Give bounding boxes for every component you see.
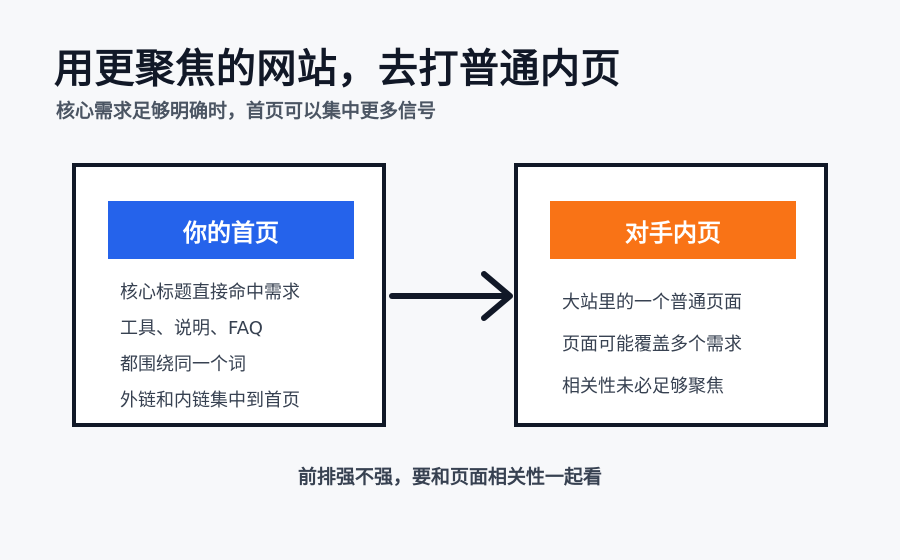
competitor-inner-page-card: 对手内页 大站里的一个普通页面 页面可能覆盖多个需求 相关性未必足够聚焦 xyxy=(514,163,828,427)
your-homepage-item: 都围绕同一个词 xyxy=(120,354,246,375)
your-homepage-item: 工具、说明、FAQ xyxy=(120,318,263,339)
your-homepage-item: 核心标题直接命中需求 xyxy=(120,282,300,303)
your-homepage-items: 核心标题直接命中需求 工具、说明、FAQ 都围绕同一个词 外链和内链集中到首页 xyxy=(120,279,300,423)
page-subtitle: 核心需求足够明确时，首页可以集中更多信号 xyxy=(56,100,437,122)
your-homepage-header: 你的首页 xyxy=(108,201,354,259)
competitor-inner-page-items: 大站里的一个普通页面 页面可能覆盖多个需求 相关性未必足够聚焦 xyxy=(562,288,742,414)
arrow-right-icon xyxy=(389,271,513,321)
competitor-inner-page-item: 页面可能覆盖多个需求 xyxy=(562,334,742,355)
competitor-inner-page-header: 对手内页 xyxy=(550,201,796,259)
competitor-inner-page-item: 相关性未必足够聚焦 xyxy=(562,376,724,397)
footer-note: 前排强不强，要和页面相关性一起看 xyxy=(297,466,602,488)
your-homepage-card: 你的首页 核心标题直接命中需求 工具、说明、FAQ 都围绕同一个词 外链和内链集… xyxy=(72,163,386,427)
your-homepage-item: 外链和内链集中到首页 xyxy=(120,390,300,411)
page-title: 用更聚焦的网站，去打普通内页 xyxy=(54,46,621,92)
competitor-inner-page-item: 大站里的一个普通页面 xyxy=(562,292,742,313)
